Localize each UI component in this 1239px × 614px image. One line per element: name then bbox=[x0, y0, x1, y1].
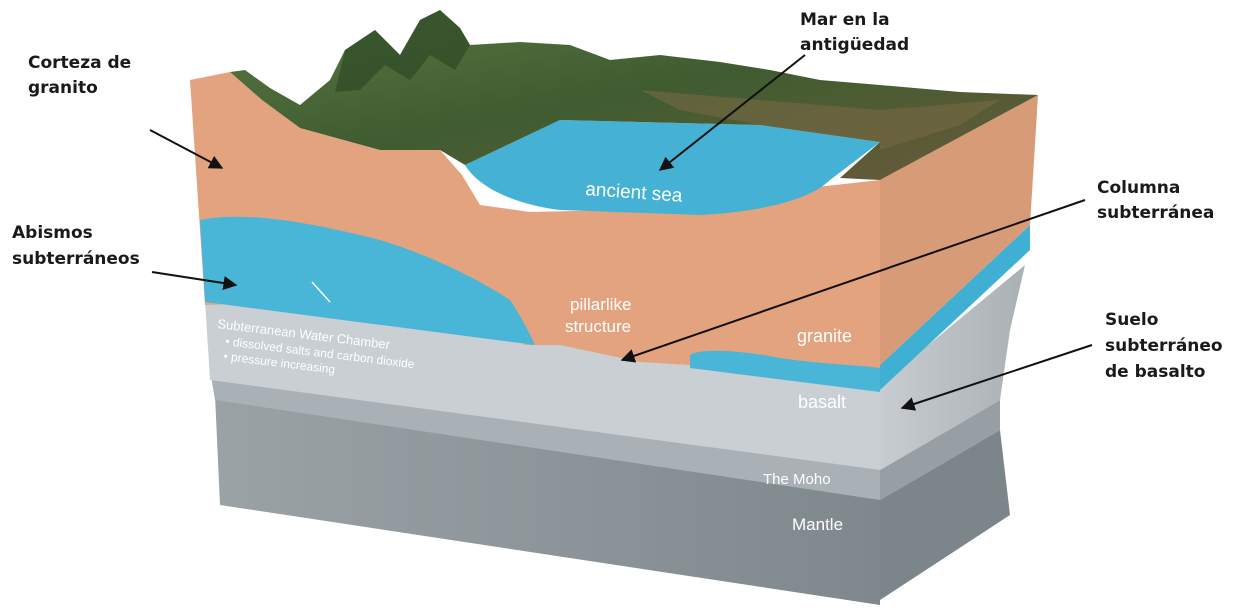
callout-chasms-line1: Abismos bbox=[12, 223, 93, 243]
front-basalt-layer bbox=[205, 300, 880, 470]
terrain-fields bbox=[640, 90, 1000, 150]
arrow-granite-crust bbox=[149, 129, 224, 169]
water-chamber-pointer bbox=[311, 281, 331, 303]
right-face-water bbox=[880, 225, 1030, 390]
callout-ancient-sea-line2: antigüedad bbox=[800, 35, 909, 55]
callout-granite-crust-line1: Corteza de bbox=[28, 53, 131, 73]
callout-column-line2: subterránea bbox=[1097, 203, 1214, 223]
callout-column-line1: Columna bbox=[1097, 178, 1180, 198]
right-face-moho bbox=[880, 400, 1000, 500]
arrow-underground-chasms bbox=[151, 271, 238, 290]
label-granite: granite bbox=[797, 326, 852, 346]
right-face-granite bbox=[880, 95, 1038, 365]
arrow-ancient-sea bbox=[658, 54, 806, 171]
label-pillar-line2: structure bbox=[565, 317, 631, 336]
label-pillar-line1: pillarlike bbox=[570, 295, 631, 314]
water-chamber-right bbox=[690, 350, 880, 392]
right-face-mantle bbox=[880, 430, 1010, 600]
terrain-ridge-shadow bbox=[335, 10, 470, 92]
right-face-basalt bbox=[880, 265, 1025, 470]
callout-basalt-line1: Suelo bbox=[1105, 310, 1158, 330]
arrow-underground-column bbox=[620, 199, 1086, 363]
water-chamber-left bbox=[200, 216, 535, 345]
arrow-basalt-floor bbox=[900, 344, 1093, 411]
callout-ancient-sea-line1: Mar en la bbox=[800, 10, 890, 30]
label-moho: The Moho bbox=[763, 471, 831, 488]
front-mantle-layer bbox=[215, 395, 880, 605]
callout-chasms-line2: subterráneos bbox=[12, 249, 140, 269]
callout-basalt-line3: de basalto bbox=[1105, 362, 1205, 382]
label-mantle: Mantle bbox=[792, 515, 843, 534]
callout-granite-crust-line2: granito bbox=[28, 78, 98, 98]
label-basalt: basalt bbox=[798, 392, 846, 412]
callout-basalt-line2: subterráneo bbox=[1105, 336, 1223, 356]
